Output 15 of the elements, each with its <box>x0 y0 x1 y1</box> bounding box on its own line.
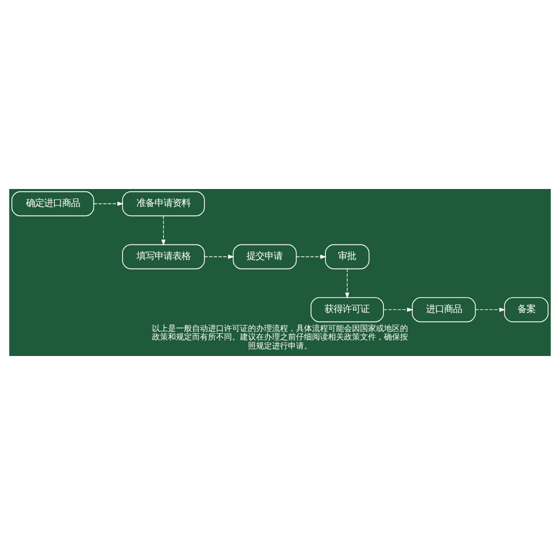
arrow <box>204 254 234 258</box>
arrow <box>345 268 350 298</box>
node-box: 进口商品 <box>412 296 476 322</box>
arrow <box>94 201 124 206</box>
node-box: 备案 <box>504 296 548 322</box>
node-box: 填写申请表格 <box>122 244 205 269</box>
node-box: 确定进口商品 <box>12 190 94 216</box>
arrow <box>296 254 326 258</box>
node-box: 提交申请 <box>232 244 297 269</box>
node-box: 准备申请资料 <box>122 190 205 216</box>
node-box: 审批 <box>325 244 370 269</box>
arrow <box>475 307 506 312</box>
node-box: 获得许可证 <box>310 296 384 322</box>
arrow <box>161 215 166 246</box>
arrow <box>383 307 414 312</box>
